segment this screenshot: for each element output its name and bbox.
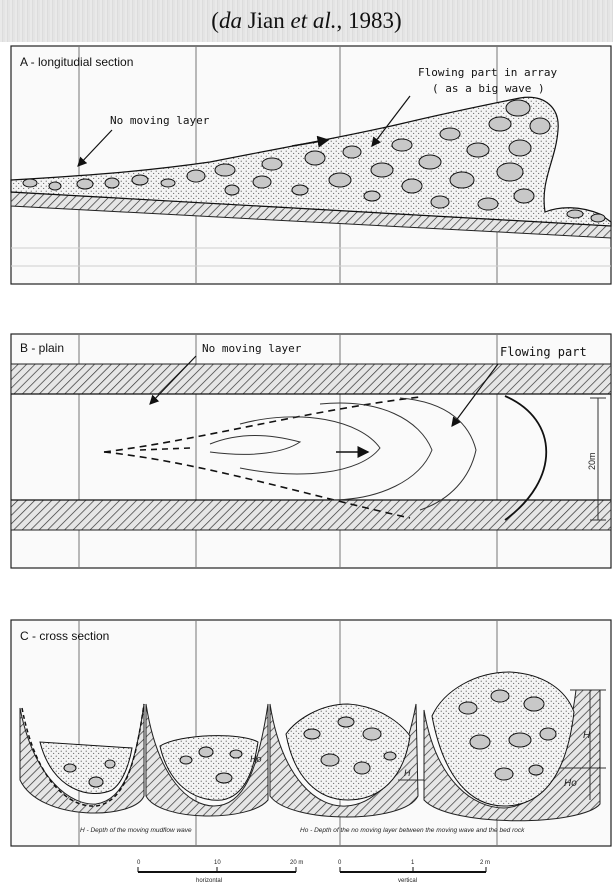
scale-bars: 0 10 20 m horizontal 0 1 2 m vertical — [137, 860, 490, 884]
scale-right-tick-1: 1 — [411, 860, 415, 866]
panel-b-no-moving-label: No moving layer — [202, 342, 302, 355]
ho-label-c2: Ho — [250, 754, 262, 764]
panel-c-label: C - cross section — [20, 629, 109, 643]
scale-right-tick-0: 0 — [338, 860, 342, 866]
panel-b-flowing-label: Flowing part — [500, 345, 587, 359]
scale-right-tick-2: 2 m — [480, 860, 490, 866]
scale-left-tick-0: 0 — [137, 860, 141, 866]
caption-ho: Ho - Depth of the no moving layer betwee… — [300, 827, 525, 834]
scale-left-caption: horizontal — [196, 878, 222, 884]
scale-left-tick-2: 20 m — [290, 860, 303, 866]
ho-label-c4: Ho — [564, 778, 577, 789]
panel-c-cross-section: C - cross section Ho H — [11, 620, 611, 846]
panel-a-flowing-label-2: ( as a big wave ) — [432, 82, 545, 95]
scale-left-tick-1: 10 — [214, 860, 221, 866]
h-label-c3: H — [404, 768, 411, 778]
width-label: 20m — [587, 452, 597, 470]
h-label-c4: H — [583, 730, 591, 741]
panel-a-no-moving-label: No moving layer — [110, 114, 210, 127]
panel-a-longitudinal-section: A - longitudial section No moving layer … — [11, 46, 611, 284]
panel-b-label: B - plain — [20, 341, 64, 355]
cross-section-4: H Ho — [424, 672, 606, 821]
caption-h: H - Depth of the moving mudflow wave — [80, 827, 192, 834]
panel-b-plain: 20m B - plain No moving layer Flowing pa… — [11, 334, 611, 568]
scale-right-caption: vertical — [398, 878, 417, 884]
panel-a-label: A - longitudial section — [20, 55, 133, 69]
panel-a-flowing-label-1: Flowing part in array — [418, 66, 557, 79]
